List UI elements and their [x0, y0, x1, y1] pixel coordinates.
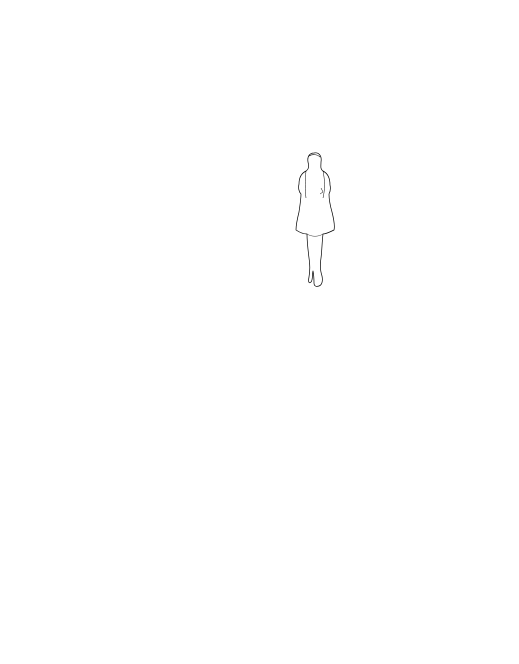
- silhouette-outline: [295, 152, 335, 287]
- woman-silhouette-icon: [292, 150, 338, 290]
